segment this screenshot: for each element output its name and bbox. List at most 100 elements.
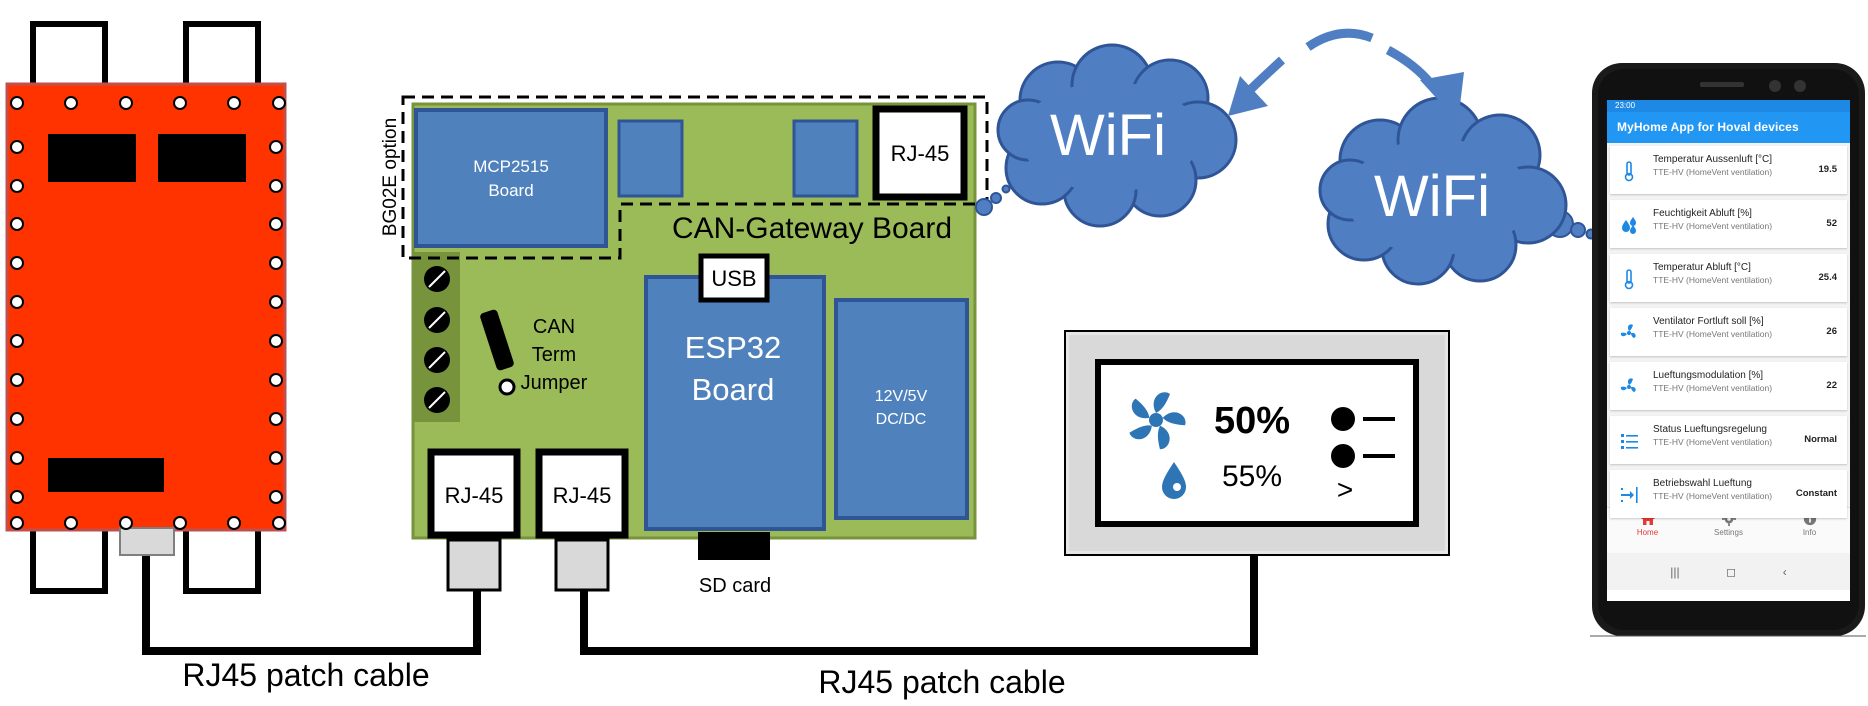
item-name: Temperatur Abluft [°C] — [1653, 262, 1751, 273]
item-value: Constant — [1795, 488, 1837, 499]
hoval-board-pins — [10, 96, 286, 530]
board-pin — [10, 490, 24, 504]
wifi-cloud-right: WiFi — [1318, 96, 1597, 286]
rj45-right-label: RJ-45 — [553, 483, 612, 508]
board-pin — [269, 490, 283, 504]
app-title: MyHome App for Hoval devices — [1617, 120, 1799, 134]
can-term-label-1: CAN — [533, 316, 575, 338]
board-pin — [10, 217, 24, 231]
list-item[interactable]: Feuchtigkeit Abluft [%] TTE-HV (HomeVent… — [1610, 200, 1847, 248]
board-pin — [10, 96, 24, 110]
item-name: Status Lueftungsregelung — [1653, 424, 1767, 435]
item-source: TTE-HV (HomeVent ventilation) — [1653, 383, 1773, 393]
board-pin — [269, 256, 283, 270]
item-source: TTE-HV (HomeVent ventilation) — [1653, 275, 1773, 285]
list-item[interactable]: Lueftungsmodulation [%] TTE-HV (HomeVent… — [1610, 362, 1847, 410]
can-term-label-3: Jumper — [521, 372, 588, 394]
item-value: 22 — [1826, 380, 1837, 391]
board-pin — [272, 96, 286, 110]
fan-percent: 50% — [1214, 400, 1290, 442]
system-navigation-bar: ||| ◻ ‹ — [1607, 553, 1850, 590]
wifi-left-label: WiFi — [1050, 103, 1166, 168]
bg02e-option-label: BG02E option — [380, 118, 401, 236]
humidity-drop-icon — [1162, 462, 1186, 499]
item-value: 52 — [1826, 218, 1837, 229]
mode-icon — [1621, 487, 1638, 503]
board-pin — [269, 334, 283, 348]
can-term-jumper — [480, 309, 516, 396]
item-name: Feuchtigkeit Abluft [%] — [1653, 208, 1752, 219]
board-pin — [269, 179, 283, 193]
list-item[interactable]: Status Lueftungsregelung TTE-HV (HomeVen… — [1610, 416, 1847, 464]
back-button[interactable]: ‹ — [1782, 564, 1787, 579]
button-indicator-1 — [1331, 407, 1355, 431]
board-pin — [64, 96, 78, 110]
item-name: Temperatur Aussenluft [°C] — [1653, 154, 1773, 165]
board-pin — [269, 412, 283, 426]
room-control-unit: 50% 55% > — [1064, 330, 1450, 556]
status-bar: 23:00 — [1607, 100, 1850, 112]
board-pin — [119, 96, 133, 110]
chip-right — [792, 119, 859, 198]
board-pin — [227, 516, 241, 530]
item-source: TTE-HV (HomeVent ventilation) — [1653, 491, 1773, 501]
rj45-left-label: RJ-45 — [445, 483, 504, 508]
fan-icon — [1620, 324, 1636, 338]
rj45-left-connector — [427, 448, 521, 539]
wifi-cloud-left: WiFi — [975, 43, 1238, 228]
can-gateway-title: CAN-Gateway Board — [672, 212, 952, 245]
patch-cables — [142, 555, 1258, 655]
board-pin — [10, 179, 24, 193]
board-pin — [64, 516, 78, 530]
wifi-link-arrows — [1228, 28, 1464, 122]
board-pin — [10, 516, 24, 530]
list-icon — [1621, 434, 1638, 449]
thermometer-icon — [1624, 269, 1634, 290]
mcp2515-board — [414, 108, 608, 248]
dcdc-label-2: DC/DC — [876, 411, 927, 428]
humidity-icon — [1622, 217, 1636, 234]
board-pin — [10, 295, 24, 309]
sd-card-label: SD card — [699, 575, 771, 597]
board-pin — [119, 516, 133, 530]
item-source: TTE-HV (HomeVent ventilation) — [1653, 167, 1773, 177]
room-display-screen — [1095, 359, 1419, 527]
item-value: Normal — [1804, 434, 1837, 445]
usb-port — [698, 253, 770, 303]
board-pin — [10, 334, 24, 348]
chip-left — [617, 119, 684, 198]
item-name: Betriebswahl Lueftung — [1653, 478, 1752, 489]
board-pin — [269, 451, 283, 465]
cable-right-label: RJ45 patch cable — [818, 664, 1065, 700]
myhome-app-screen: 23:00 MyHome App for Hoval devices Tempe… — [1607, 100, 1850, 601]
home-button[interactable]: ◻ — [1726, 564, 1737, 579]
recents-button[interactable]: ||| — [1670, 564, 1680, 579]
board-pin — [272, 516, 286, 530]
rj45-right-connector — [535, 448, 629, 539]
esp32-board — [644, 275, 826, 531]
esp32-label-2: Board — [692, 372, 775, 407]
board-pin — [10, 373, 24, 387]
rj45-top-label: RJ-45 — [891, 141, 950, 166]
nav-settings-label: Settings — [1714, 528, 1743, 537]
list-item[interactable]: Ventilator Fortluft soll [%] TTE-HV (Hom… — [1610, 308, 1847, 356]
board-pin — [10, 140, 24, 154]
next-arrow: > — [1337, 474, 1353, 505]
item-source: TTE-HV (HomeVent ventilation) — [1653, 329, 1773, 339]
board-pin — [10, 412, 24, 426]
fan-icon — [1129, 392, 1186, 450]
sd-card-slot — [698, 532, 770, 560]
list-item[interactable]: Betriebswahl Lueftung TTE-HV (HomeVent v… — [1610, 470, 1847, 518]
list-item[interactable]: Temperatur Aussenluft [°C] TTE-HV (HomeV… — [1610, 146, 1847, 194]
dcdc-converter — [834, 298, 969, 520]
item-source: TTE-HV (HomeVent ventilation) — [1653, 437, 1773, 447]
item-value: 25.4 — [1818, 272, 1838, 283]
item-value: 26 — [1826, 326, 1837, 337]
hoval-controller-board — [5, 21, 287, 594]
humidity-percent: 55% — [1222, 460, 1282, 493]
can-gateway-board: MCP2515 Board RJ-45 BG02E option CAN-Gat… — [380, 95, 989, 597]
mcp2515-label-2: Board — [488, 181, 533, 200]
status-time: 23:00 — [1615, 101, 1636, 110]
list-item[interactable]: Temperatur Abluft [°C] TTE-HV (HomeVent … — [1610, 254, 1847, 302]
